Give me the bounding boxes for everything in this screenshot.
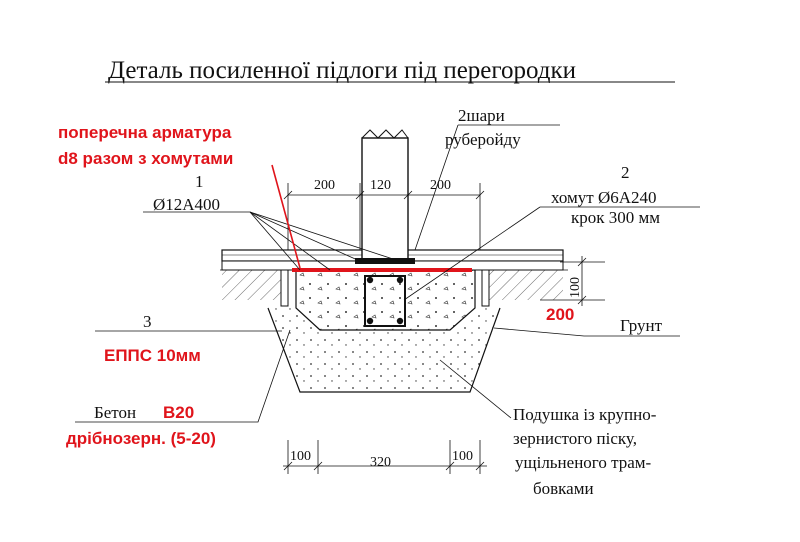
rebar-top-right [396,276,404,284]
concrete-class: B20 [163,403,194,422]
red-rebar-note-line1: поперечна арматура [58,123,232,142]
right-dimension [540,256,605,306]
cushion-line3: ущільненого трам- [515,453,652,472]
dim-top-right: 200 [430,178,451,193]
mark-1: 1 [195,172,204,191]
rebar-bottom-left [366,317,374,325]
dim-top-left: 200 [314,178,335,193]
leader-lines [75,124,700,423]
partition-wall [361,137,409,264]
layers-note-line2: руберойду [445,130,521,149]
wall-break-line [361,129,409,139]
stirrup-spec: хомут Ø6А240 [551,188,657,207]
rebar-spec: Ø12А400 [153,195,220,214]
red-rebar-note-line2: d8 разом з хомутами [58,149,233,168]
dim-top-mid: 120 [370,178,391,193]
rebar-bottom-right [396,317,404,325]
drawing-title: Деталь посиленної підлоги під перегородк… [108,57,576,84]
red-leader [271,164,301,269]
soil-label: Грунт [620,316,663,335]
cushion-line4: бовками [533,479,594,498]
sand-cushion [268,308,500,392]
top-dimension [283,183,485,250]
dim-bottom-mid: 320 [370,455,391,470]
stirrup [364,275,406,327]
cushion-line2: зернистого піску, [513,429,637,448]
dim-bottom-left: 100 [290,449,311,464]
dim-red-200: 200 [546,305,574,324]
trench-outline [267,307,501,393]
layers-note-line1: 2шари [458,106,505,125]
dim-bottom-right: 100 [452,449,473,464]
mark-3: 3 [143,312,152,331]
stirrup-step: крок 300 мм [571,208,660,227]
epps-left [280,269,289,307]
dim-side-right: 100 [568,277,583,298]
mark-2: 2 [621,163,630,182]
concrete-beam [295,269,476,331]
bottom-dimension [283,440,487,474]
epps-label: ЕППС 10мм [104,346,201,365]
concrete-prefix: Бетон [94,403,136,422]
epps-right [481,269,490,307]
roofing-felt-layers [355,258,415,264]
rebar-top-left [366,276,374,284]
concrete-aggregate: дрібнозерн. (5-20) [66,429,216,448]
cushion-line1: Подушка із крупно- [513,405,657,424]
